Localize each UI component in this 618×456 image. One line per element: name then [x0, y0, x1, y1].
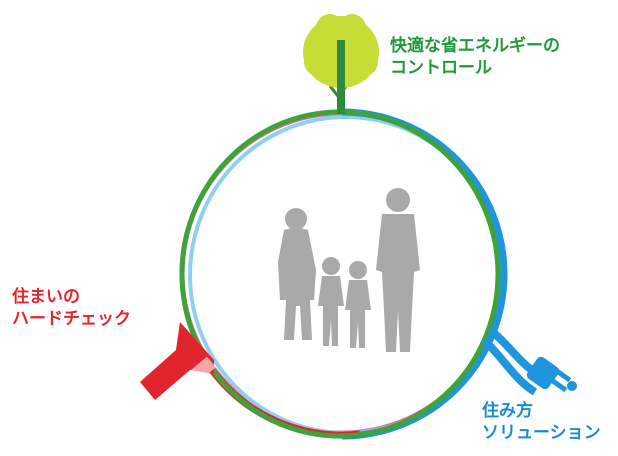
mother-head	[285, 208, 307, 230]
label-energy-control: 快適な省エネルギーの コントロール	[390, 35, 560, 79]
ring-blue	[341, 108, 508, 440]
ring	[179, 108, 508, 440]
father-body	[376, 214, 420, 352]
label-hardcheck-line1: 住まいの	[12, 287, 80, 307]
label-energy-line2: コントロール	[390, 58, 492, 78]
plug-icon	[481, 326, 577, 396]
label-solution-line2: ソリューション	[482, 423, 601, 443]
mother-body	[278, 228, 316, 340]
child2-body	[345, 280, 371, 348]
father-head	[386, 188, 410, 212]
label-solution-line1: 住み方	[482, 401, 533, 421]
ring-green	[179, 109, 501, 439]
label-hardcheck-line2: ハードチェック	[12, 309, 131, 329]
label-house-hardcheck: 住まいの ハードチェック	[12, 286, 131, 330]
tree-icon	[303, 14, 379, 114]
arrow-icon	[140, 322, 216, 400]
child2-head	[349, 261, 367, 279]
child1-body	[318, 276, 344, 346]
label-living-solution: 住み方 ソリューション	[482, 400, 601, 444]
family-silhouette-icon	[278, 188, 420, 352]
child1-head	[322, 257, 340, 275]
label-energy-line1: 快適な省エネルギーの	[390, 36, 560, 56]
